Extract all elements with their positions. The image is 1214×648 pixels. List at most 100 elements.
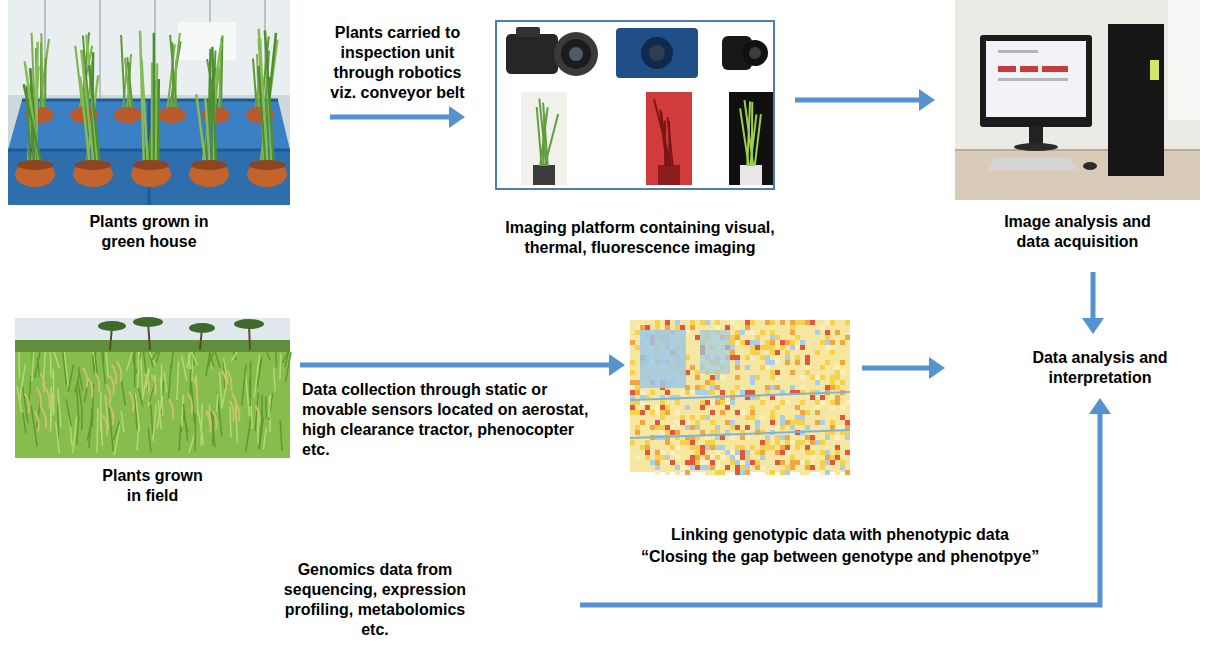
heatmap-cell	[735, 445, 740, 450]
heatmap-cell	[735, 355, 740, 360]
heatmap-cell	[670, 410, 675, 415]
heatmap-cell	[845, 420, 850, 425]
heatmap-cell	[725, 440, 730, 445]
heatmap-cell	[695, 390, 700, 395]
node-caption: Genomics data from sequencing, expressio…	[280, 560, 470, 640]
flow-arrow	[795, 89, 935, 111]
rice-blade	[121, 411, 124, 432]
heatmap-cell	[635, 465, 640, 470]
heatmap-cell	[710, 445, 715, 450]
heatmap-cell	[825, 455, 830, 460]
rice-blade	[135, 393, 139, 431]
heatmap-cell	[720, 425, 725, 430]
heatmap-cell	[710, 465, 715, 470]
heatmap-cell	[735, 375, 740, 380]
plant-leaf	[170, 35, 177, 112]
heatmap-cell	[805, 345, 810, 350]
heatmap-cell	[775, 375, 780, 380]
heatmap-cell	[730, 410, 735, 415]
rice-blade	[50, 352, 52, 377]
heatmap-cell	[710, 440, 715, 445]
heatmap-cell	[800, 400, 805, 405]
heatmap-cell	[635, 430, 640, 435]
heatmap-cell	[825, 360, 830, 365]
rice-panicle	[25, 393, 30, 413]
heatmap-cell	[820, 460, 825, 465]
heatmap-cell	[840, 465, 845, 470]
heatmap-cell	[740, 390, 745, 395]
heatmap-cell	[840, 360, 845, 365]
heatmap-cell	[655, 325, 660, 330]
heatmap-cell	[635, 380, 640, 385]
rice-blade	[138, 388, 142, 407]
heatmap-cell	[700, 390, 705, 395]
heatmap-cell	[815, 400, 820, 405]
node-caption: Data analysis and interpretation	[1005, 348, 1195, 388]
heatmap-cell	[790, 345, 795, 350]
heatmap-cell	[640, 400, 645, 405]
field-photo	[15, 317, 291, 458]
heatmap-cell	[840, 405, 845, 410]
heatmap-cell	[835, 450, 840, 455]
flow-arrow	[330, 106, 465, 128]
heatmap-cell	[825, 435, 830, 440]
camera-set	[658, 165, 680, 185]
heatmap-cell	[825, 415, 830, 420]
rice-blade	[23, 413, 26, 434]
heatmap-cell	[760, 355, 765, 360]
heatmap-cell	[710, 385, 715, 390]
rice-blade	[77, 415, 79, 445]
heatmap-cell	[695, 410, 700, 415]
computer-photo	[988, 158, 1078, 170]
heatmap-cell	[795, 420, 800, 425]
heatmap-cell	[845, 450, 850, 455]
rice-blade	[263, 427, 266, 449]
heatmap-cell	[755, 465, 760, 470]
heatmap-cell	[805, 360, 810, 365]
heatmap-cell	[700, 460, 705, 465]
heatmap-cell	[780, 405, 785, 410]
heatmap-cell	[715, 470, 720, 475]
heatmap-cell	[785, 465, 790, 470]
heatmap-cell	[730, 350, 735, 355]
rice-blade	[73, 417, 77, 453]
heatmap-cell	[710, 410, 715, 415]
rice-blade	[32, 352, 34, 382]
heatmap-cell	[735, 410, 740, 415]
rice-panicle	[193, 378, 198, 398]
heatmap-cell	[690, 325, 695, 330]
plant-leaf	[202, 42, 222, 168]
heatmap-cell	[770, 360, 775, 365]
heatmap-cell	[715, 445, 720, 450]
heatmap-cell	[680, 455, 685, 460]
field-photo	[98, 321, 126, 331]
field-photo	[15, 318, 290, 458]
heatmap-line	[630, 392, 850, 400]
camera-set	[749, 47, 761, 59]
heatmap-cell	[640, 410, 645, 415]
heatmap-cell	[755, 425, 760, 430]
rice-panicle	[37, 388, 42, 408]
heatmap-cell	[705, 445, 710, 450]
heatmap-cell	[775, 460, 780, 465]
rice-blade	[151, 352, 157, 361]
heatmap-cell	[765, 355, 770, 360]
heatmap-cell	[770, 385, 775, 390]
heatmap-cell	[780, 455, 785, 460]
heatmap-cell	[715, 375, 720, 380]
heatmap-cell	[740, 340, 745, 345]
sensor-note: Data collection through static or movabl…	[302, 380, 592, 460]
plant-leaf	[253, 58, 257, 112]
heatmap-cell	[785, 470, 790, 475]
heatmap-cell	[775, 425, 780, 430]
picture-space	[955, 0, 1200, 212]
heatmap-cell	[760, 465, 765, 470]
heatmap-cell	[635, 405, 640, 410]
rice-panicle	[109, 405, 114, 425]
heatmap-cell	[810, 450, 815, 455]
rice-blade	[100, 392, 102, 431]
heatmap-cell	[785, 435, 790, 440]
rice-blade	[35, 352, 40, 378]
rice-blade	[58, 389, 61, 427]
heatmap-cell	[765, 365, 770, 370]
